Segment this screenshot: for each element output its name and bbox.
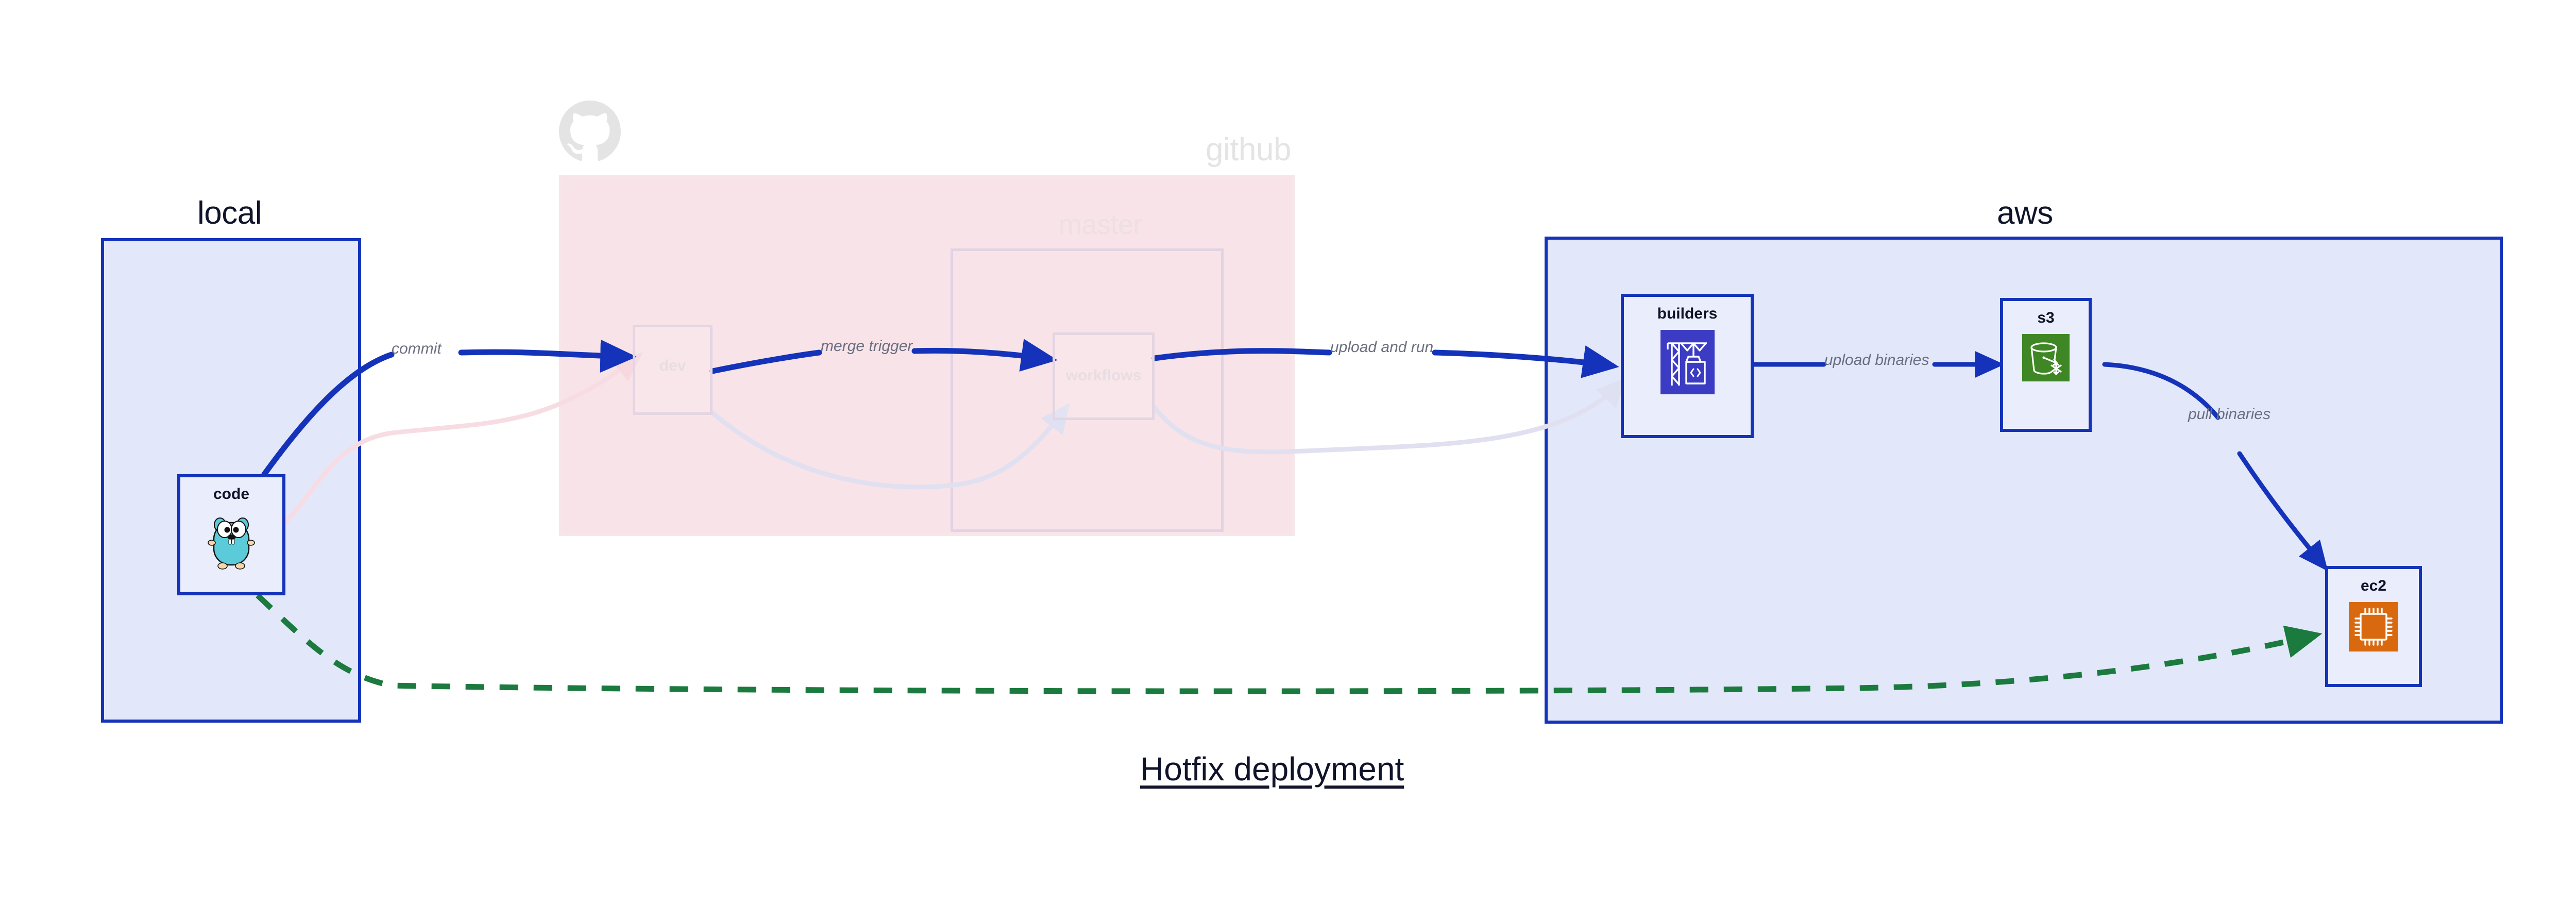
node-builders[interactable]: builders [1621,294,1754,438]
aws-s3-glacier-icon [2022,334,2070,384]
node-s3-label: s3 [2037,309,2055,326]
edge-label-merge-trigger: merge trigger [821,338,913,355]
node-builders-label: builders [1657,305,1718,322]
group-label-master: master [1059,209,1143,240]
node-code-label: code [213,486,250,503]
node-code[interactable]: code [177,474,285,595]
aws-codebuild-icon [1660,330,1715,397]
group-label-local: local [197,195,262,231]
edge-label-commit: commit [392,340,442,357]
github-logo-icon [559,101,621,165]
edge-label-upload-binaries: upload binaries [1824,352,1929,369]
node-ec2[interactable]: ec2 [2325,566,2422,687]
node-dev[interactable]: dev [633,325,713,415]
group-label-aws: aws [1997,195,2053,231]
node-dev-label: dev [659,357,686,374]
diagram-caption: Hotfix deployment [1140,750,1404,788]
edge-label-upload-and-run: upload and run [1330,339,1434,356]
node-workflows-label: workflows [1065,367,1142,384]
aws-ec2-chip-icon [2349,602,2398,654]
node-workflows[interactable]: workflows [1053,332,1155,420]
go-gopher-icon [203,510,260,575]
edge-label-pull-binaries: pull binaries [2188,406,2271,423]
node-ec2-label: ec2 [2360,577,2387,594]
group-label-github: github [1206,132,1291,168]
node-s3[interactable]: s3 [2000,298,2092,432]
